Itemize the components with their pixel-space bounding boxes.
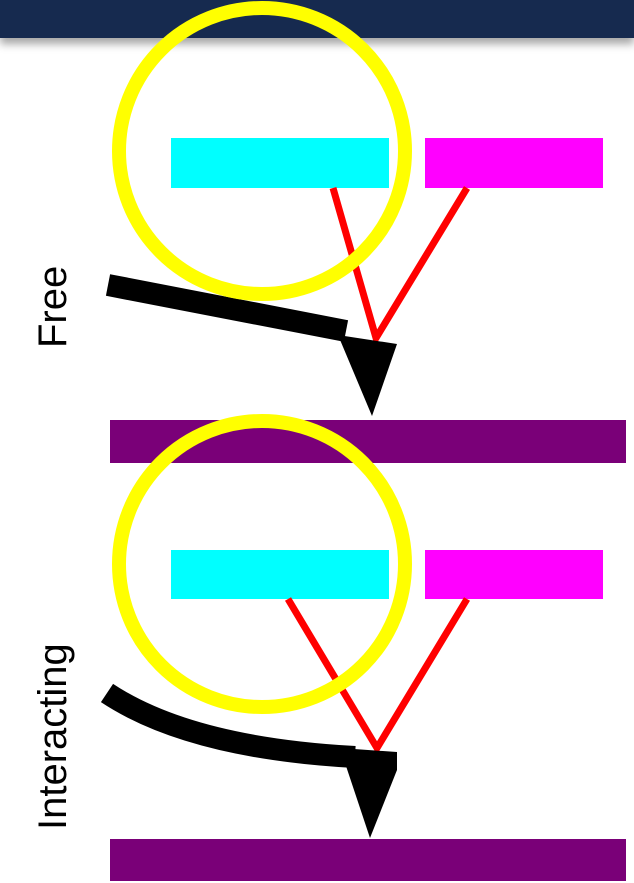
right-block <box>425 550 603 599</box>
cantilever-beam <box>105 274 349 342</box>
cantilever-tip <box>338 335 397 416</box>
highlight-circle <box>112 414 412 714</box>
right-block <box>425 138 603 188</box>
linker-arms <box>284 597 470 755</box>
panel-label-interacting: Interacting <box>31 643 75 830</box>
cantilever-beam <box>100 683 356 768</box>
panel-free: Free <box>31 1 626 463</box>
highlight-circle <box>112 1 412 301</box>
panel-interacting: Interacting <box>31 414 626 881</box>
cantilever-tip <box>340 748 397 838</box>
panel-label-free: Free <box>31 266 75 348</box>
linker-arms <box>329 186 470 347</box>
left-block <box>171 550 389 599</box>
left-block <box>171 138 389 188</box>
sample-surface <box>110 839 626 881</box>
